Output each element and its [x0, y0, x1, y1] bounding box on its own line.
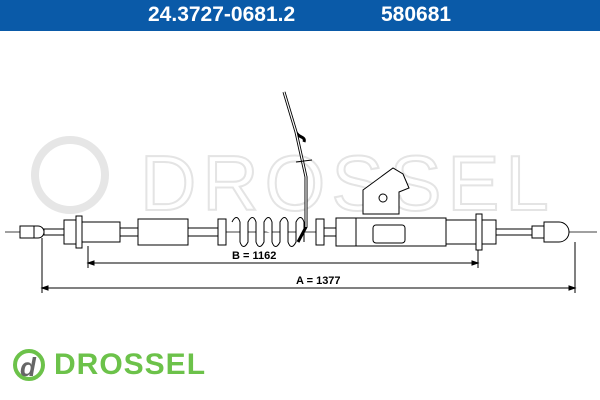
dimension-a-label: A = 1377 [296, 275, 341, 287]
dimension-b: B = 1162 [86, 246, 480, 268]
watermark-logo [31, 136, 109, 214]
left-end-fitting [19, 215, 219, 249]
header-bar: 24.3727-0681.2 580681 [0, 0, 600, 31]
svg-text:d: d [20, 352, 37, 382]
right-body [323, 167, 570, 251]
dimension-b-label: B = 1162 [232, 250, 276, 262]
drossel-logo: d DROSSEL [12, 348, 206, 382]
rod-clip [295, 159, 313, 163]
watermark-text: DROSSEL [140, 139, 555, 227]
reference-number: 580681 [381, 3, 452, 26]
cable-diagram: DROSSEL [5, 91, 597, 293]
drossel-logo-mark: d [13, 349, 45, 382]
part-number: 24.3727-0681.2 [148, 3, 296, 26]
dimension-a: A = 1377 [40, 238, 577, 293]
drossel-logo-text: DROSSEL [54, 348, 207, 381]
